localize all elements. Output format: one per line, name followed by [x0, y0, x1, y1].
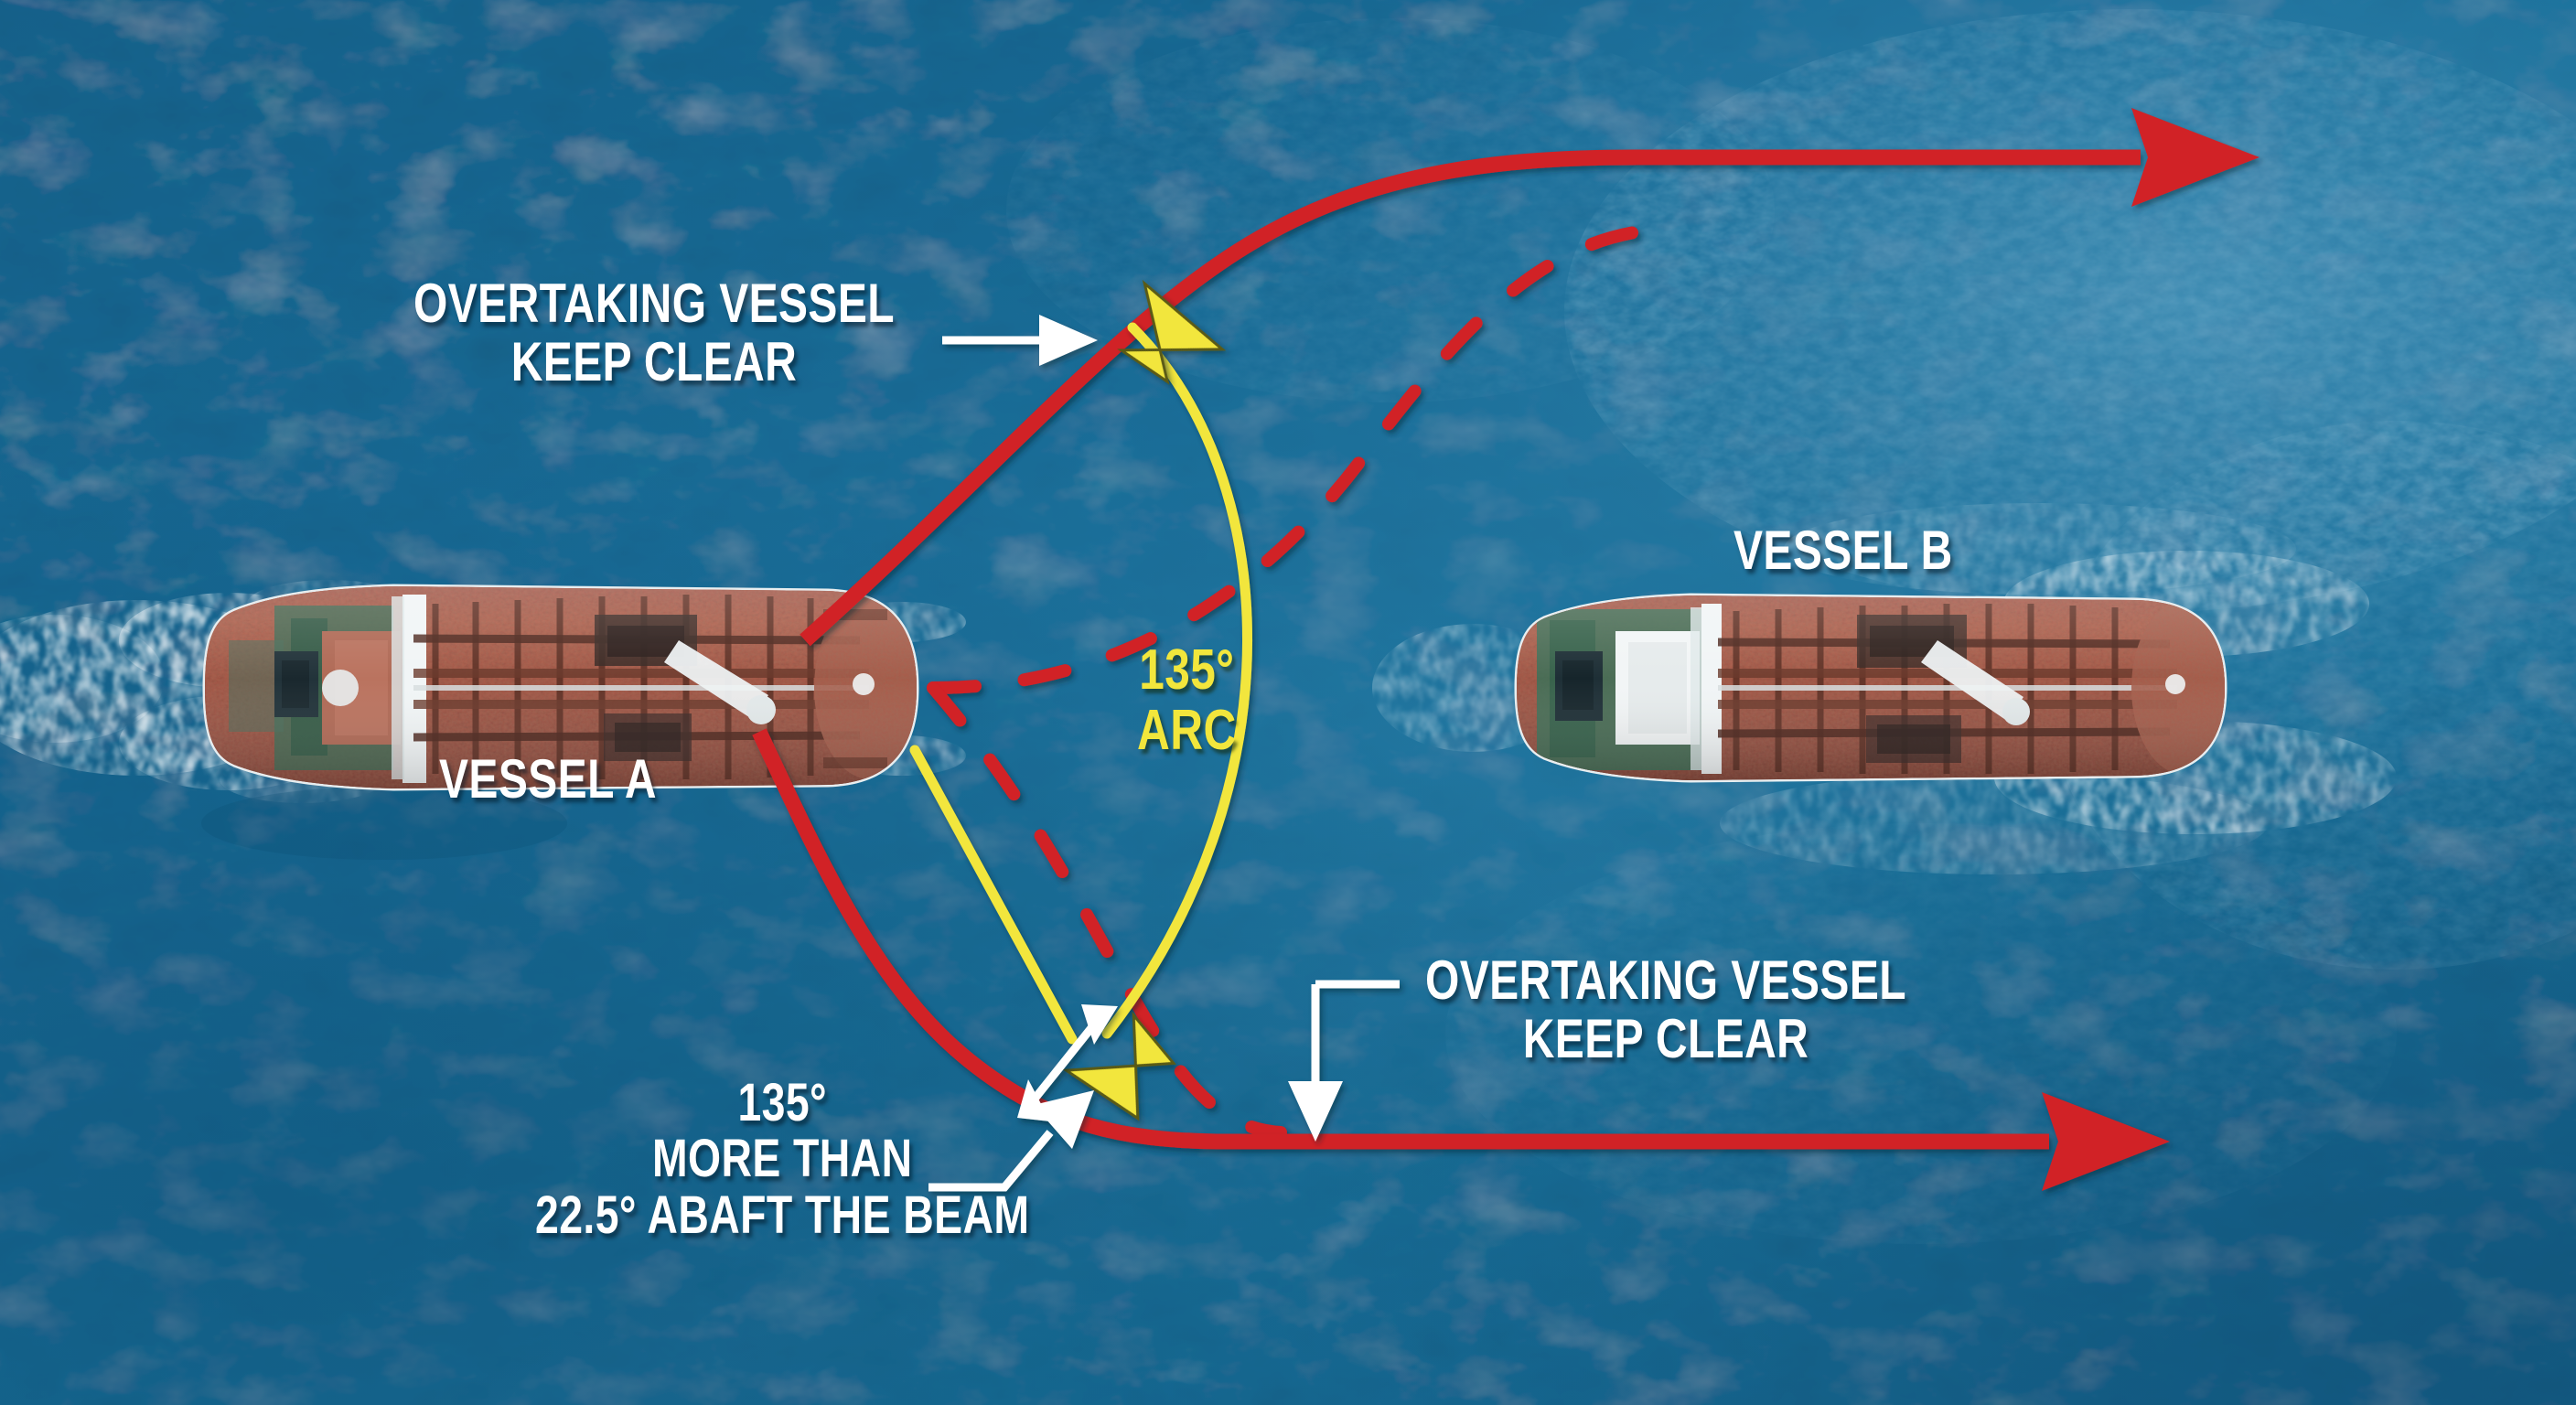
yellow-arc-arrowhead-icon-bottom [1062, 1011, 1176, 1121]
lower-overtaking-path [752, 728, 2049, 1150]
dashed-lower-boundary [927, 681, 1287, 1139]
label-overtaking-top-line1: OVERTAKING VESSEL [413, 273, 895, 334]
red-arrow-right-icon-top [2131, 108, 2259, 207]
label-arc-word: ARC [1137, 698, 1237, 762]
leader-bottom-left [928, 1090, 1094, 1192]
yellow-arc-arrowhead-icon-top [1117, 279, 1227, 385]
double-headed-arrow-icon [1017, 1004, 1118, 1121]
label-overtaking-bottom-line2: KEEP CLEAR [1522, 1007, 1809, 1069]
vessel-b [1372, 503, 2397, 874]
leader-bottom-right [1288, 980, 1400, 1142]
arrow-down-icon [1288, 1081, 1343, 1142]
label-vessel-a: VESSEL A [439, 748, 657, 810]
label-abaft-line2: MORE THAN [651, 1129, 913, 1189]
label-abaft-the-beam: 135° MORE THAN 22.5° ABAFT THE BEAM [535, 1073, 1030, 1245]
label-arc-degrees: 135° [1139, 638, 1235, 702]
label-overtaking-bottom: OVERTAKING VESSEL KEEP CLEAR [1425, 951, 1906, 1067]
red-dashed-boundary-lines [927, 222, 1680, 1139]
label-overtaking-top: OVERTAKING VESSEL KEEP CLEAR [413, 274, 895, 391]
label-abaft-line3: 22.5° ABAFT THE BEAM [535, 1185, 1030, 1245]
label-overtaking-bottom-line1: OVERTAKING VESSEL [1425, 949, 1906, 1011]
label-overtaking-top-line2: KEEP CLEAR [510, 330, 798, 392]
arc-radius-lower [909, 745, 1078, 1045]
red-arrowheads [2042, 108, 2259, 1191]
upper-overtaking-path [800, 149, 2141, 647]
vessel-a [0, 580, 966, 860]
yellow-135-arc-group [909, 279, 1252, 1121]
white-leader-lines [928, 315, 1400, 1192]
arrow-up-right-icon [1034, 1090, 1094, 1149]
label-vessel-b: VESSEL B [1733, 520, 1953, 581]
label-arc: 135° ARC [1137, 640, 1237, 760]
arc-curve [1101, 322, 1252, 1039]
red-arrow-right-icon-bottom [2042, 1092, 2170, 1191]
leader-top-left [942, 315, 1098, 366]
red-solid-heading-paths [752, 149, 2141, 1150]
label-abaft-line1: 135° [737, 1073, 828, 1132]
arrow-right-icon-top [1039, 315, 1098, 366]
